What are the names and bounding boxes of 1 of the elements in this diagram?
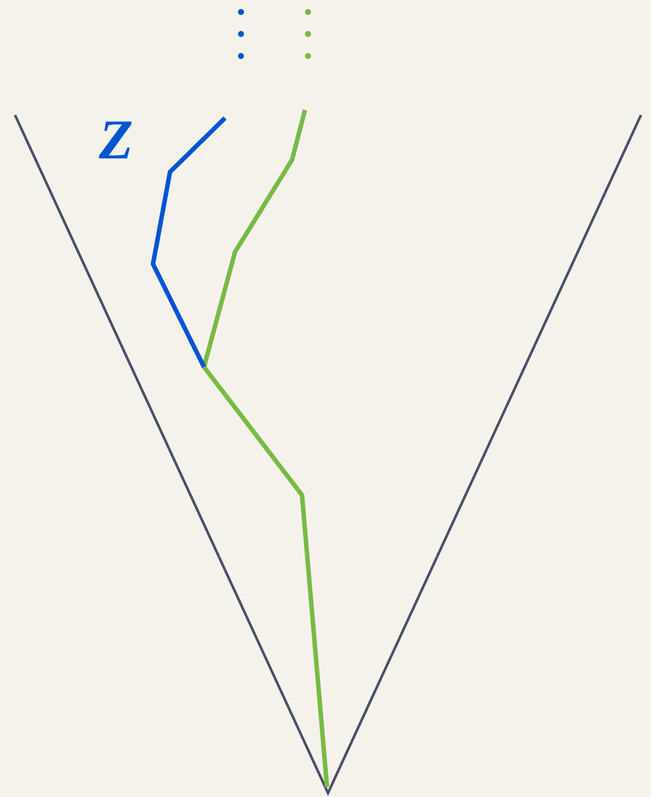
- variable-label: Z: [98, 122, 132, 158]
